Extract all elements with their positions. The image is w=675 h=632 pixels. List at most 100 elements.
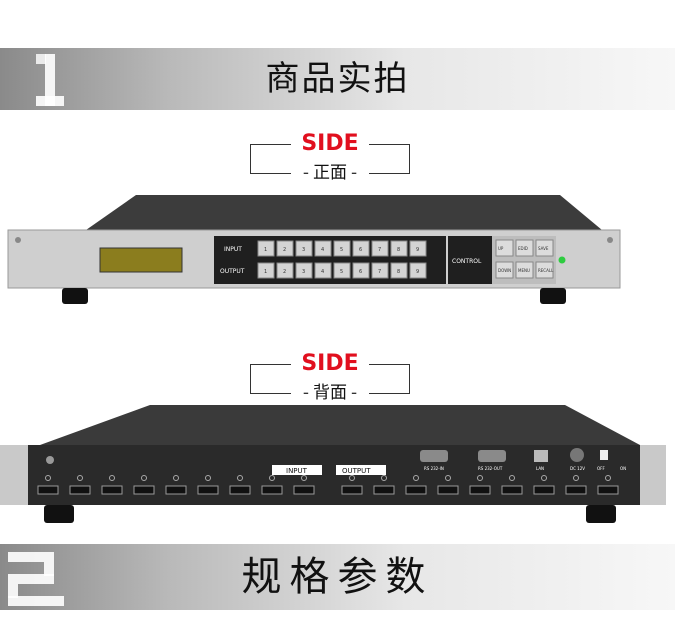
svg-text:ON: ON — [620, 466, 626, 471]
port-indicator — [541, 475, 547, 481]
section-title-photos: 商品实拍 — [265, 59, 410, 99]
output-button-3[interactable] — [295, 262, 313, 279]
port-indicator — [349, 475, 355, 481]
svg-text:DC 12V: DC 12V — [570, 466, 585, 471]
button-number: 1 — [264, 247, 267, 253]
input-button-2[interactable] — [276, 240, 294, 257]
hdmi-input-port[interactable] — [261, 485, 283, 495]
output-label-bg — [336, 465, 386, 475]
input-button-9[interactable] — [409, 240, 427, 257]
button-number: 5 — [340, 247, 343, 253]
output-button-5[interactable] — [333, 262, 351, 279]
ground-screw-icon — [46, 456, 54, 464]
input-button-5[interactable] — [333, 240, 351, 257]
control-label: CONTROL — [452, 258, 482, 265]
device-back-face — [28, 445, 640, 505]
hdmi-input-port[interactable] — [293, 485, 315, 495]
device-top-cover — [86, 195, 602, 230]
port-indicator — [301, 475, 307, 481]
device-foot — [586, 505, 616, 523]
device-foot — [540, 288, 566, 304]
port-indicator — [205, 475, 211, 481]
power-switch — [600, 450, 608, 460]
hdmi-output-port[interactable] — [533, 485, 555, 495]
button-number: 1 — [264, 269, 267, 275]
input-button-8[interactable] — [390, 240, 408, 257]
input-button-7[interactable] — [371, 240, 389, 257]
port-indicator — [45, 475, 51, 481]
output-button-7[interactable] — [371, 262, 389, 279]
control-button-label: RECALL — [538, 268, 554, 273]
button-number: 8 — [397, 269, 400, 275]
port-indicator — [605, 475, 611, 481]
port-indicator — [413, 475, 419, 481]
control-button-menu[interactable] — [515, 261, 534, 279]
hdmi-input-port[interactable] — [133, 485, 155, 495]
hdmi-input-port[interactable] — [69, 485, 91, 495]
port-indicator — [173, 475, 179, 481]
button-number: 2 — [283, 269, 286, 275]
hdmi-input-port[interactable] — [229, 485, 251, 495]
hdmi-output-port[interactable] — [469, 485, 491, 495]
back-output-label: OUTPUT — [342, 467, 371, 475]
hdmi-input-port[interactable] — [197, 485, 219, 495]
output-button-1[interactable] — [257, 262, 275, 279]
control-button-down[interactable] — [495, 261, 514, 279]
control-button-edid[interactable] — [515, 239, 534, 257]
device-top-cover — [40, 405, 640, 445]
button-number: 3 — [302, 269, 305, 275]
port-indicator — [509, 475, 515, 481]
control-button-recall[interactable] — [535, 261, 554, 279]
control-button-up[interactable] — [495, 239, 514, 257]
hdmi-output-port[interactable] — [565, 485, 587, 495]
svg-text:OFF: OFF — [597, 466, 605, 471]
output-button-9[interactable] — [409, 262, 427, 279]
button-number: 7 — [378, 269, 381, 275]
input-button-6[interactable] — [352, 240, 370, 257]
port-indicator — [445, 475, 451, 481]
port-indicator — [269, 475, 275, 481]
svg-text:RS 232-IN: RS 232-IN — [424, 466, 444, 471]
hdmi-output-port[interactable] — [437, 485, 459, 495]
front-side-label: SIDE -正面- — [250, 132, 410, 184]
hdmi-input-port[interactable] — [37, 485, 59, 495]
output-button-6[interactable] — [352, 262, 370, 279]
side-label-en: SIDE — [301, 131, 359, 156]
hdmi-output-port[interactable] — [501, 485, 523, 495]
control-button-save[interactable] — [535, 239, 554, 257]
hdmi-output-port[interactable] — [597, 485, 619, 495]
control-button-label: MENU — [518, 268, 530, 273]
input-label-bg — [272, 465, 322, 475]
button-number: 6 — [359, 247, 362, 253]
lan-port — [534, 450, 548, 462]
bracket-left — [250, 144, 291, 174]
hdmi-input-port[interactable] — [165, 485, 187, 495]
hdmi-output-port[interactable] — [405, 485, 427, 495]
side-label-en: SIDE — [301, 351, 359, 376]
hdmi-output-port[interactable] — [373, 485, 395, 495]
bracket-left — [250, 364, 291, 394]
hdmi-input-port[interactable] — [101, 485, 123, 495]
power-led — [558, 256, 566, 264]
port-indicator — [141, 475, 147, 481]
button-number: 4 — [321, 247, 324, 253]
control-button-label: EDID — [518, 246, 528, 251]
output-button-2[interactable] — [276, 262, 294, 279]
button-number: 6 — [359, 269, 362, 275]
device-foot — [44, 505, 74, 523]
output-label: OUTPUT — [220, 268, 245, 275]
input-button-3[interactable] — [295, 240, 313, 257]
button-number: 9 — [416, 269, 419, 275]
output-button-8[interactable] — [390, 262, 408, 279]
hdmi-output-port[interactable] — [341, 485, 363, 495]
svg-text:LAN: LAN — [536, 466, 544, 471]
output-button-4[interactable] — [314, 262, 332, 279]
dc-power-port — [570, 448, 584, 462]
input-button-1[interactable] — [257, 240, 275, 257]
rs232-in-port — [420, 450, 448, 462]
control-button-label: DOWN — [498, 268, 511, 273]
button-number: 7 — [378, 247, 381, 253]
input-button-4[interactable] — [314, 240, 332, 257]
port-indicator — [109, 475, 115, 481]
